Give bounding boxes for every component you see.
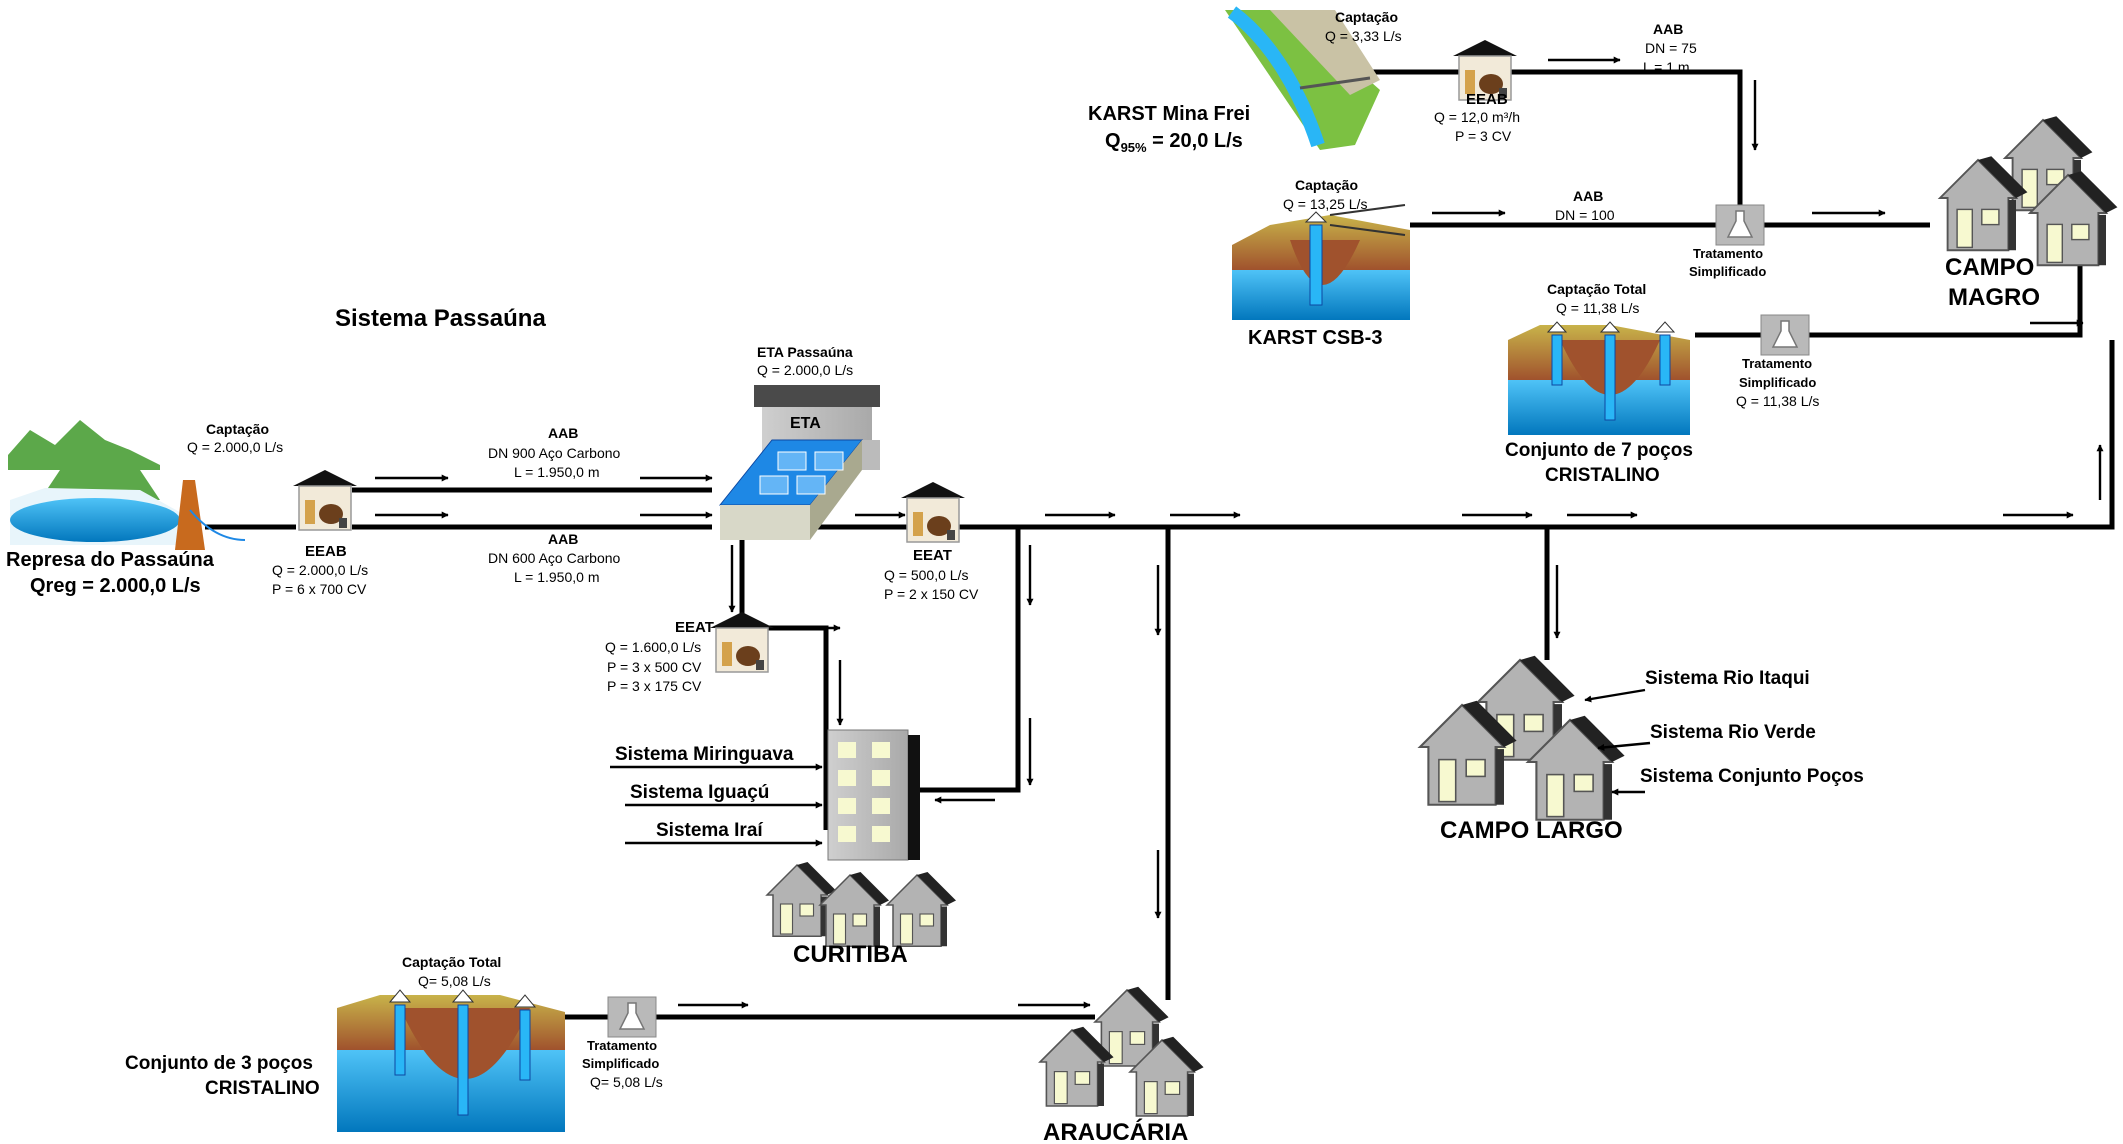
represa-qreg: Qreg = 2.000,0 L/s — [30, 575, 201, 597]
aab-mina-dn: DN = 75 — [1645, 40, 1697, 56]
curitiba-name: CURITIBA — [793, 941, 908, 968]
represa-illustration — [8, 420, 205, 550]
aab-600-label: AAB — [548, 531, 578, 547]
aab-600-dn: DN 600 Aço Carbono — [488, 550, 621, 566]
trat-pocos7-q: Q = 11,38 L/s — [1736, 393, 1819, 409]
pocos7-illustration — [1508, 321, 1690, 435]
eeat-curitiba-icon — [709, 611, 775, 673]
aab-mina-l: L = 1 m — [1643, 59, 1690, 75]
trat-pocos7-line2: Simplificado — [1739, 375, 1816, 390]
aab-900-l: L = 1.950,0 m — [514, 464, 599, 480]
campo-largo-input-pocos: Sistema Conjunto Poços — [1640, 766, 1864, 787]
karst-csb-label: KARST CSB-3 — [1248, 327, 1382, 349]
curitiba-input-miringuava: Sistema Miringuava — [615, 744, 794, 765]
eeab-mina-p: P = 3 CV — [1455, 128, 1512, 144]
eeat-2-q: Q = 500,0 L/s — [884, 567, 968, 583]
campo-magro-line1: CAMPO — [1945, 254, 2034, 281]
campo-largo-name: CAMPO LARGO — [1440, 817, 1623, 844]
karst-csb-illustration — [1232, 204, 1410, 320]
campo-largo-input-itaqui: Sistema Rio Itaqui — [1645, 668, 1810, 689]
eeat-curitiba-label: EEAT — [675, 619, 714, 636]
eta-sign: ETA — [790, 415, 821, 432]
karst-csb-captacao-q: Q = 13,25 L/s — [1283, 196, 1367, 212]
pocos3-illustration — [337, 989, 565, 1132]
eeat-curitiba-p2: P = 3 x 175 CV — [607, 678, 702, 694]
curitiba-input-iguacu: Sistema Iguaçú — [630, 782, 769, 803]
trat-pocos3-icon — [607, 996, 657, 1038]
trat-pocos3-line1: Tratamento — [587, 1038, 657, 1053]
eeab-mina-q: Q = 12,0 m³/h — [1434, 109, 1520, 125]
pocos3-line1: Conjunto de 3 poços — [125, 1053, 313, 1074]
araucaria-name: ARAUCÁRIA — [1043, 1118, 1188, 1144]
eeat-2-label: EEAT — [913, 547, 952, 564]
aab-mina-label: AAB — [1653, 21, 1683, 37]
campo-magro-line2: MAGRO — [1948, 284, 2040, 311]
represa-name: Represa do Passaúna — [6, 549, 215, 571]
karst-mina-label: KARST Mina Frei — [1088, 103, 1250, 125]
curitiba-input-arrows — [610, 763, 823, 847]
campo-largo-input-arrows — [1584, 688, 1651, 796]
eeat-2-p: P = 2 x 150 CV — [884, 586, 979, 602]
campo-largo-input-rio-verde: Sistema Rio Verde — [1650, 722, 1816, 743]
curitiba-input-irai: Sistema Iraí — [656, 820, 763, 841]
karst-mina-q: Q95% = 20,0 L/s — [1105, 130, 1243, 155]
captacao-passauna-label: Captação — [206, 421, 269, 437]
pocos3-captacao-q: Q= 5,08 L/s — [418, 973, 491, 989]
aab-600-l: L = 1.950,0 m — [514, 569, 599, 585]
eeab-passauna-p: P = 6 x 700 CV — [272, 581, 367, 597]
karst-mina-captacao-label: Captação — [1335, 9, 1398, 25]
karst-mina-captacao-q: Q = 3,33 L/s — [1325, 28, 1402, 44]
eeab-passauna-label: EEAB — [305, 543, 347, 560]
pocos7-line2: CRISTALINO — [1545, 465, 1660, 486]
eeab-passauna-q: Q = 2.000,0 L/s — [272, 562, 368, 578]
eeat-2-icon — [900, 481, 966, 543]
eeab-passauna-icon — [292, 469, 358, 531]
karst-csb-captacao-label: Captação — [1295, 177, 1358, 193]
aab-csb-dn: DN = 100 — [1555, 207, 1615, 223]
eta-label: ETA Passaúna — [757, 344, 853, 360]
campo-magro-houses-icon — [1939, 115, 2119, 267]
eeat-curitiba-q: Q = 1.600,0 L/s — [605, 639, 701, 655]
pocos3-line2: CRISTALINO — [205, 1078, 320, 1099]
trat-pocos3-line2: Simplificado — [582, 1056, 659, 1071]
karst-mina-illustration — [1225, 6, 1380, 150]
flow-arrows — [375, 56, 2104, 1009]
trat-pocos7-icon — [1760, 314, 1810, 356]
captacao-passauna-q: Q = 2.000,0 L/s — [187, 439, 283, 455]
eeat-curitiba-p1: P = 3 x 500 CV — [607, 659, 702, 675]
diagram-title: Sistema Passaúna — [335, 305, 546, 332]
trat-pocos3-q: Q= 5,08 L/s — [590, 1074, 663, 1090]
eta-building-icon — [718, 385, 880, 540]
pocos7-captacao-q: Q = 11,38 L/s — [1556, 300, 1639, 316]
pocos7-captacao-label: Captação Total — [1547, 281, 1646, 297]
trat-campo-magro-line2: Simplificado — [1689, 264, 1766, 279]
pocos7-line1: Conjunto de 7 poços — [1505, 440, 1693, 461]
trat-pocos7-line1: Tratamento — [1742, 356, 1812, 371]
aab-csb-label: AAB — [1573, 188, 1603, 204]
eeab-mina-label: EEAB — [1466, 91, 1508, 108]
aab-900-label: AAB — [548, 425, 578, 441]
campo-largo-houses-icon — [1418, 654, 1626, 821]
aab-900-dn: DN 900 Aço Carbono — [488, 445, 621, 461]
curitiba-buildings-icon — [766, 729, 957, 947]
trat-campo-magro-icon — [1715, 204, 1765, 246]
trat-campo-magro-line1: Tratamento — [1693, 246, 1763, 261]
pocos3-captacao-label: Captação Total — [402, 954, 501, 970]
eta-q: Q = 2.000,0 L/s — [757, 362, 853, 378]
